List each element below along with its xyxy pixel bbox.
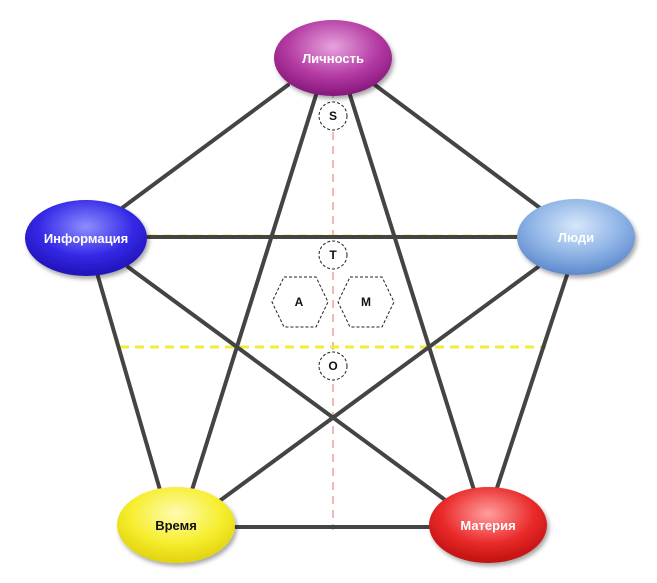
marker-t: T [318,240,348,270]
node-lichnost-label: Личность [302,51,364,66]
node-informatsiya-ellipse [25,200,147,276]
marker-t-label: T [329,248,337,262]
marker-a-label: A [295,295,304,309]
star-edges [126,93,540,507]
edge-lichnost-lyudi [373,83,542,210]
node-informatsiya[interactable]: Информация [25,200,147,276]
marker-t-circle [318,240,348,270]
node-materiya-ellipse [429,487,547,563]
marker-o-circle [318,351,348,381]
marker-m: M [337,276,395,328]
node-lyudi-label: Люди [558,230,594,245]
marker-m-hexagon [337,276,395,328]
edge-vremya-informatsiya [95,271,162,492]
marker-s-label: S [329,109,337,123]
node-materiya[interactable]: Материя [429,487,547,563]
marker-a-hexagon [271,276,329,328]
edge-informatsiya-materiya [126,265,454,507]
marker-m-label: M [361,295,371,309]
edge-informatsiya-lichnost [120,83,290,210]
node-lichnost-ellipse [274,20,392,96]
node-informatsiya-label: Информация [44,231,128,246]
marker-s: S [318,101,348,131]
node-lyudi-ellipse [517,199,635,275]
marker-o-label: O [328,359,337,373]
edge-lyudi-vremya [212,265,540,507]
node-lichnost[interactable]: Личность [274,20,392,96]
marker-a: A [271,276,329,328]
edge-lichnost-vremya [190,93,318,492]
node-lyudi[interactable]: Люди [517,199,635,275]
pentagon-edges [95,83,570,529]
node-vremya[interactable]: Время [117,487,235,563]
marker-o: O [318,351,348,381]
edge-lyudi-materiya [493,270,570,496]
marker-s-circle [318,101,348,131]
node-vremya-ellipse [117,487,235,563]
edge-lichnost-materiya [348,93,476,492]
node-vremya-label: Время [155,518,197,533]
node-materiya-label: Материя [460,518,515,533]
